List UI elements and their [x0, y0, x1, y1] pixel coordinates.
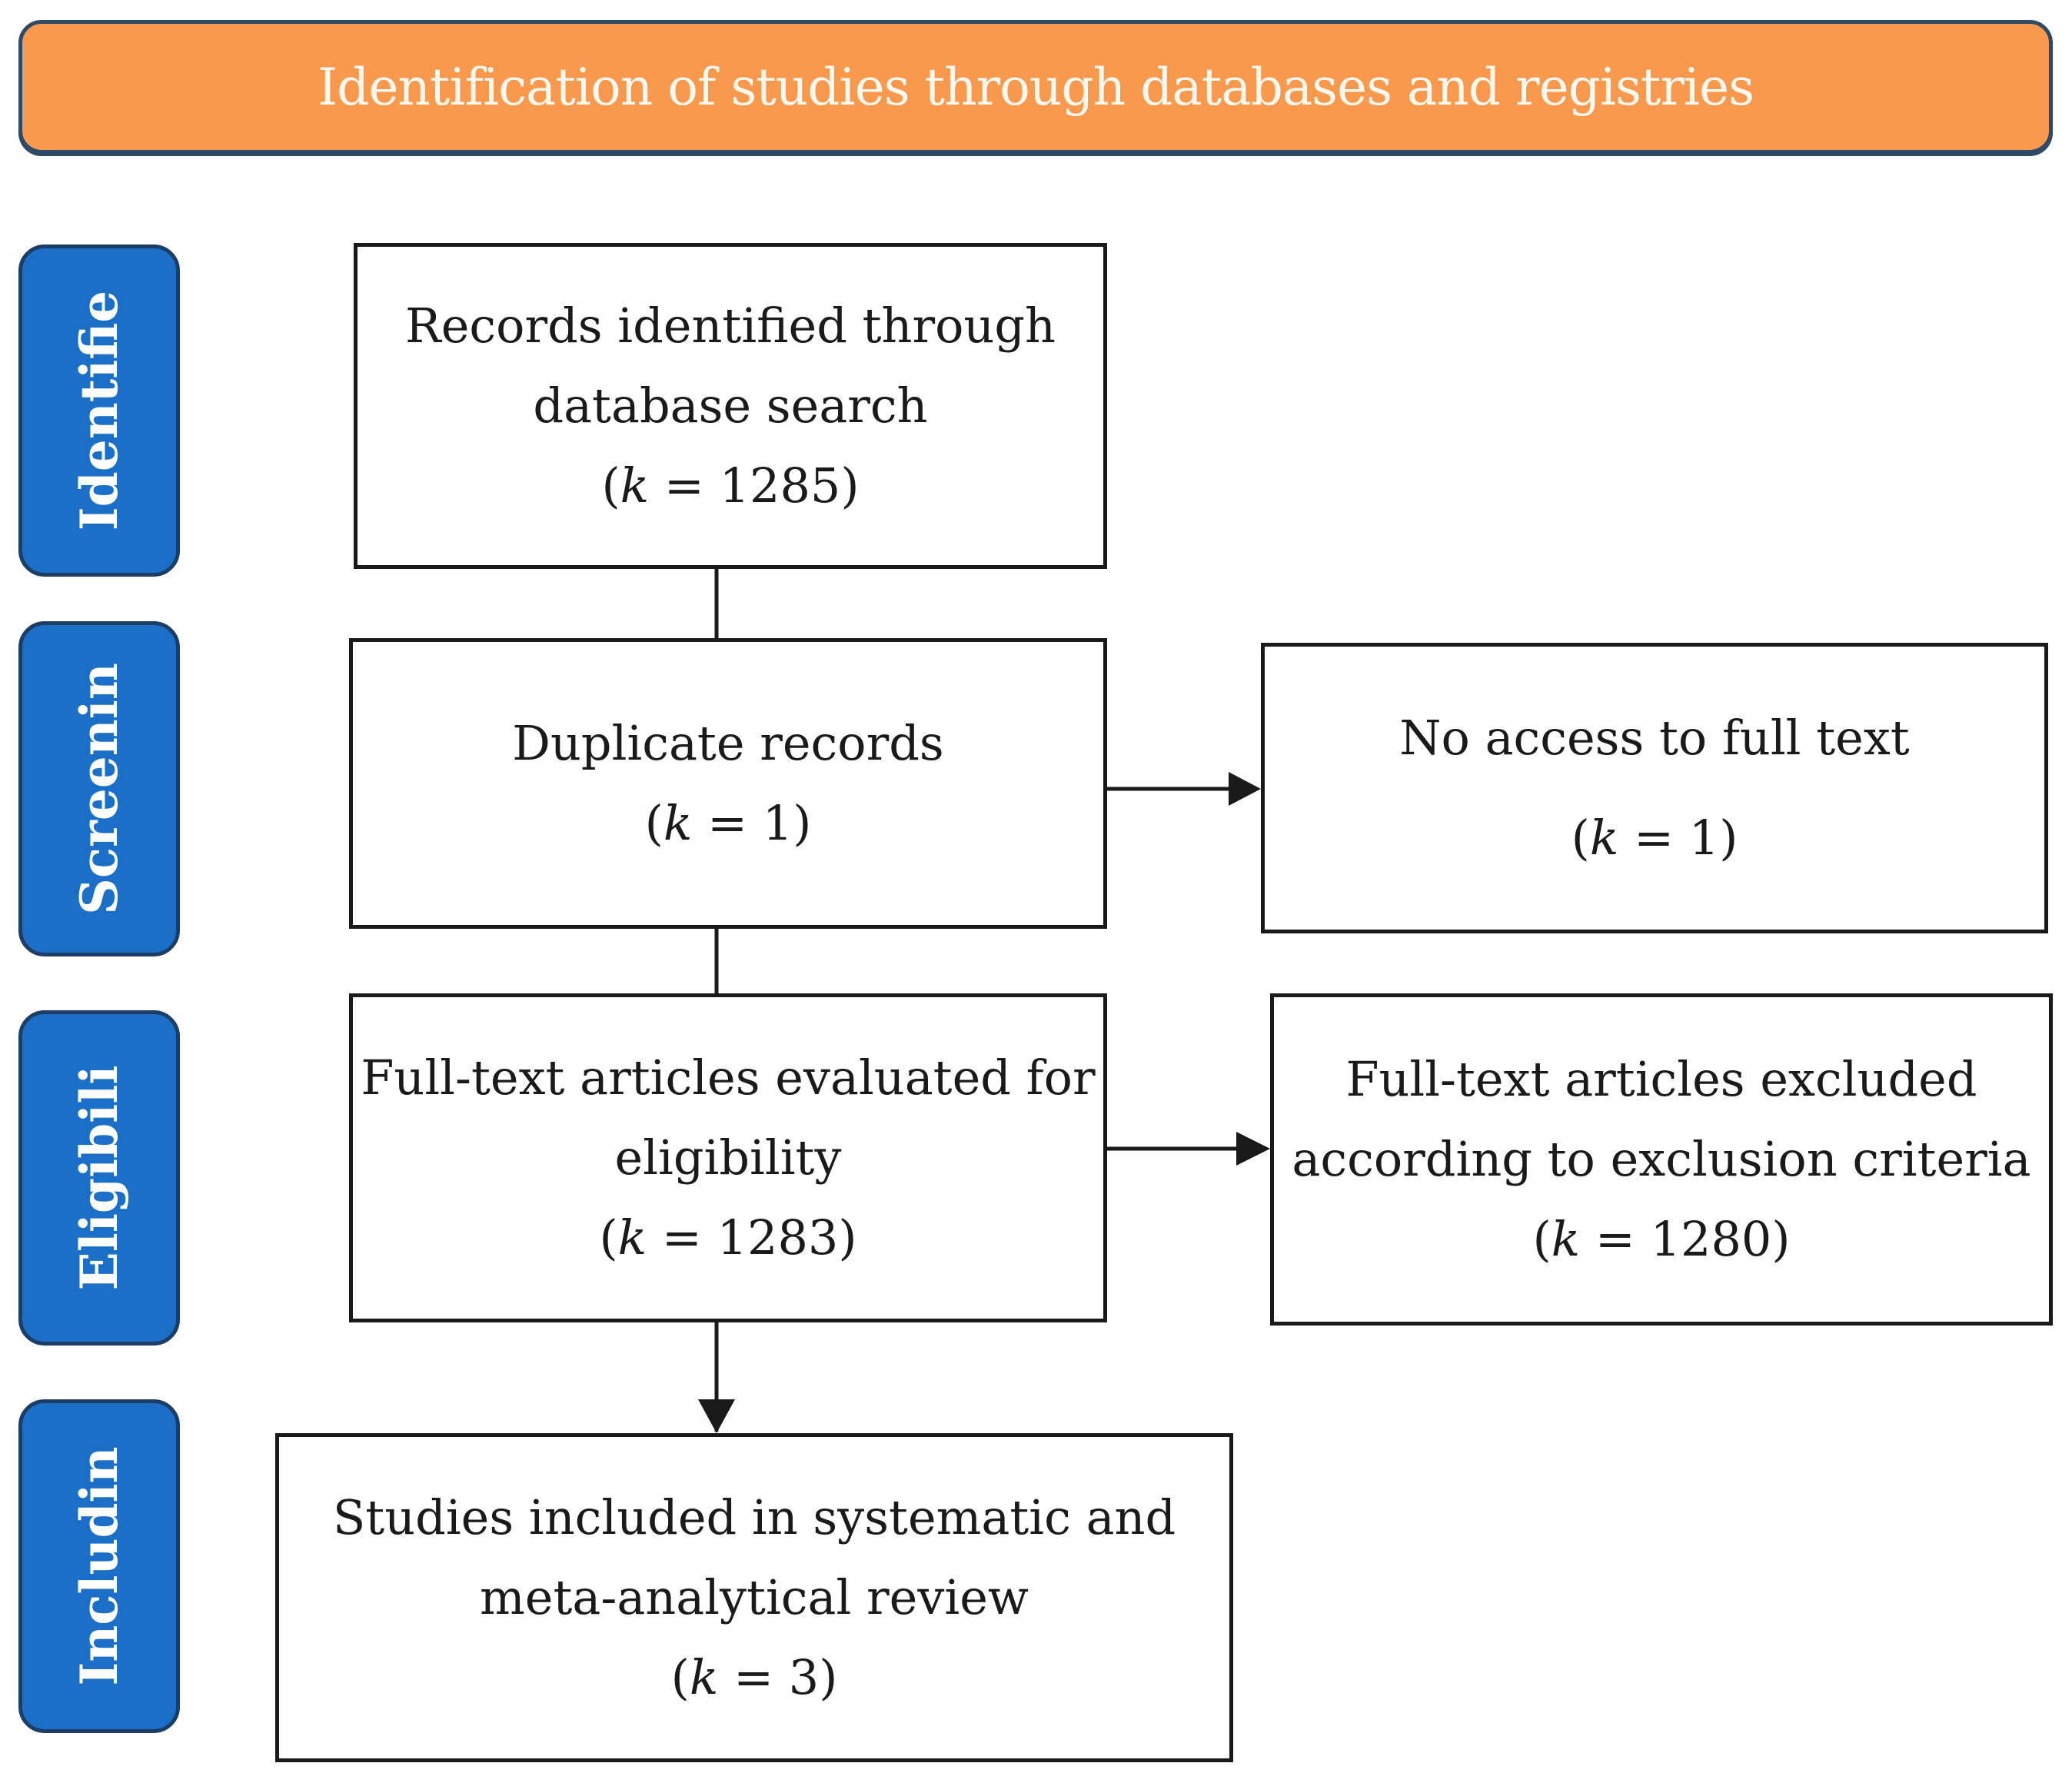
- stage-identification: Identifie: [18, 244, 180, 577]
- stage-inclusion: Includin: [18, 1399, 180, 1733]
- box-line: Records identified through: [405, 297, 1056, 354]
- box-fulltext-excluded: Full-text articles excluded according to…: [1270, 993, 2053, 1326]
- arrow-head-no-access: [1229, 772, 1261, 806]
- box-line: Full-text articles excluded: [1345, 1050, 1977, 1107]
- box-count: (k = 1285): [601, 457, 860, 514]
- box-line: meta-analytical review: [480, 1568, 1029, 1625]
- box-line: database search: [533, 377, 928, 434]
- arrow-head-excluded: [1236, 1132, 1270, 1166]
- box-count: (k = 1): [1571, 810, 1738, 866]
- header-banner: Identification of studies through databa…: [18, 20, 2053, 154]
- box-count: (k = 1280): [1532, 1211, 1791, 1268]
- stage-screening: Screenin: [18, 621, 180, 956]
- box-line: No access to full text: [1399, 709, 1910, 766]
- box-count: (k = 1283): [599, 1209, 857, 1266]
- box-records-identified: Records identified through database sear…: [354, 243, 1107, 569]
- header-title: Identification of studies through databa…: [318, 57, 1754, 117]
- box-line: Studies included in systematic and: [332, 1489, 1176, 1545]
- box-line: Duplicate records: [512, 714, 944, 771]
- box-studies-included: Studies included in systematic and meta-…: [275, 1433, 1233, 1762]
- box-no-access: No access to full text (k = 1): [1261, 643, 2048, 933]
- box-line: Full-text articles evaluated for: [361, 1049, 1096, 1106]
- arrow-head-included: [698, 1399, 735, 1433]
- box-line: eligibility: [614, 1129, 842, 1186]
- box-duplicate-records: Duplicate records (k = 1): [349, 638, 1107, 929]
- box-count: (k = 1): [644, 795, 812, 851]
- box-count: (k = 3): [670, 1649, 838, 1706]
- box-line: according to exclusion criteria: [1292, 1130, 2031, 1187]
- stage-eligibility: Eligibili: [18, 1010, 180, 1346]
- box-fulltext-evaluated: Full-text articles evaluated for eligibi…: [349, 993, 1107, 1322]
